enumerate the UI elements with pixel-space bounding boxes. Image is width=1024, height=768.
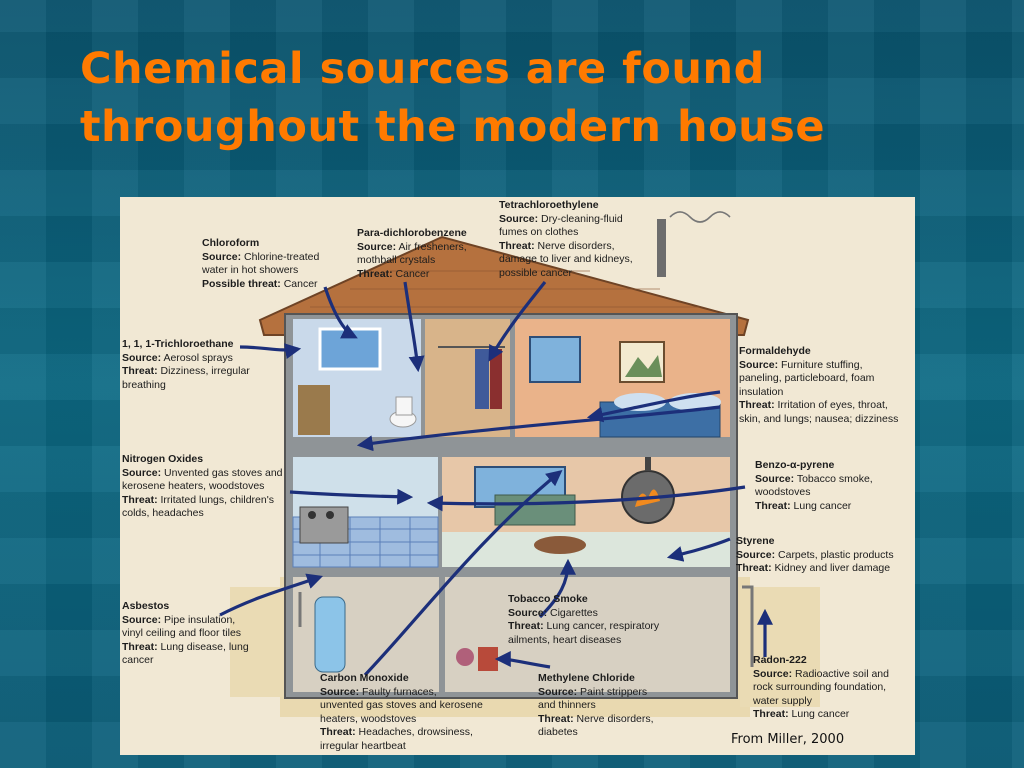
label-trichloroethane: 1, 1, 1-Trichloroethane Source: Aerosol …: [122, 338, 250, 391]
carbon-monoxide-name: Carbon Monoxide: [320, 672, 409, 684]
arrow-methylene-chloride: [494, 651, 551, 669]
label-formaldehyde: Formaldehyde Source: Furniture stuffing,…: [739, 345, 899, 425]
arrow-styrene: [666, 537, 731, 562]
arrow-asbestos: [219, 573, 324, 617]
chloroform-source-2: water in hot showers: [202, 264, 299, 277]
chimney-pipe: [657, 219, 666, 277]
arrow-tetrachloroethylene: [488, 281, 547, 362]
label-asbestos: Asbestos Source: Pipe insulation, vinyl …: [122, 600, 249, 667]
label-paradichlorobenzene: Para-dichlorobenzene Source: Air freshen…: [357, 227, 467, 280]
label-carbon-monoxide: Carbon Monoxide Source: Faulty furnaces,…: [320, 672, 483, 752]
paradichlorobenzene-name: Para-dichlorobenzene: [357, 227, 467, 239]
label-styrene: Styrene Source: Carpets, plastic product…: [736, 535, 894, 575]
chloroform-threat: Cancer: [283, 277, 318, 290]
title-line-1: Chemical sources are found: [80, 44, 765, 94]
house-diagram: Chloroform Source: Chlorine-treated wate…: [120, 197, 915, 755]
styrene-name: Styrene: [736, 535, 775, 547]
arrow-chloroform: [323, 286, 358, 339]
tetrachloroethylene-name: Tetrachloroethylene: [499, 199, 599, 211]
arrow-trichloroethane: [239, 343, 302, 359]
title-line-2: throughout the modern house: [80, 102, 826, 152]
arrow-tobacco-smoke: [538, 558, 576, 619]
arrow-formaldehyde-2: [356, 405, 721, 452]
nitrogen-oxides-name: Nitrogen Oxides: [122, 453, 204, 465]
label-tetrachloroethylene: Tetrachloroethylene Source: Dry-cleaning…: [499, 199, 633, 279]
source-credit: From Miller, 2000: [731, 732, 845, 747]
radon-name: Radon-222: [753, 654, 807, 666]
chloroform-name: Chloroform: [202, 237, 260, 249]
house-illustration: [219, 211, 820, 717]
arrow-nitrogen-oxides: [289, 488, 414, 505]
roof: [258, 235, 750, 336]
slide-title: Chemical sources are found throughout th…: [80, 40, 980, 156]
arrow-carbon-monoxide: [363, 469, 563, 677]
arrow-benzo-pyrene: [426, 485, 746, 512]
arrow-paradichlorobenzene: [403, 281, 425, 373]
formaldehyde-name: Formaldehyde: [739, 345, 811, 357]
trichloroethane-name: 1, 1, 1-Trichloroethane: [122, 338, 234, 350]
label-methylene-chloride: Methylene Chloride Source: Paint strippe…: [538, 672, 654, 739]
tobacco-smoke-name: Tobacco Smoke: [508, 593, 588, 605]
asbestos-name: Asbestos: [122, 600, 170, 612]
chloroform-source-1: Chlorine-treated: [244, 250, 320, 263]
arrow-formaldehyde-1: [586, 390, 721, 423]
label-chloroform: Chloroform Source: Chlorine-treated wate…: [202, 237, 320, 290]
label-benzo-pyrene: Benzo-α-pyrene Source: Tobacco smoke, wo…: [755, 459, 873, 512]
methylene-chloride-name: Methylene Chloride: [538, 672, 635, 684]
label-radon: Radon-222 Source: Radioactive soil and r…: [753, 654, 889, 721]
label-tobacco-smoke: Tobacco Smoke Source: Cigarettes Threat:…: [508, 593, 660, 646]
source-arrows: [219, 281, 773, 677]
benzo-pyrene-name: Benzo-α-pyrene: [755, 459, 835, 471]
label-nitrogen-oxides: Nitrogen Oxides Source: Unvented gas sto…: [122, 453, 283, 520]
